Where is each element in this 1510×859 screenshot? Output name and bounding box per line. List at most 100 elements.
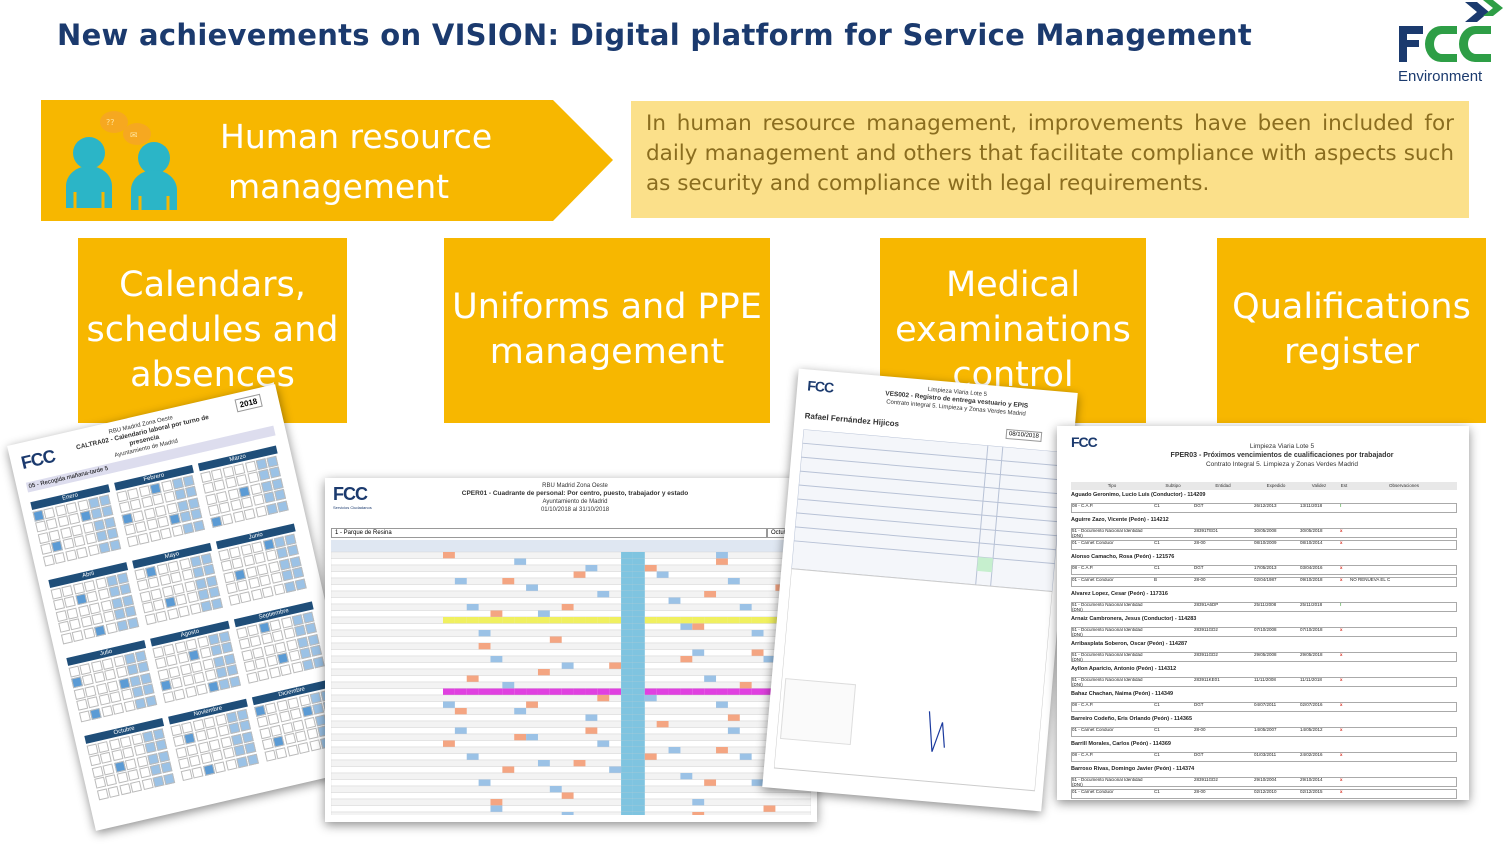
schedule-cell (621, 701, 633, 708)
schedule-cell (632, 565, 645, 572)
schedule-cell (680, 688, 693, 695)
qualifications-cell: C1 (1154, 541, 1160, 545)
schedule-cell (656, 688, 669, 695)
calendar-day-cell (155, 739, 168, 752)
calendar-month: Noviembre (168, 698, 261, 783)
schedule-cell (466, 604, 479, 611)
qualifications-cell: 02/12/2010 (1254, 790, 1277, 794)
schedule-cell (644, 695, 657, 702)
calendar-day-cell (202, 482, 215, 495)
schedule-row (331, 623, 811, 631)
schedule-cell (644, 753, 657, 760)
calendar-day-cell (291, 614, 304, 627)
qualifications-worker-name: Arribasplata Soberon, Oscar (Peón) - 114… (1071, 641, 1188, 647)
schedule-cell (727, 714, 740, 721)
calendar-day-cell (215, 666, 228, 679)
calendar-day-cell (48, 529, 61, 542)
calendar-day-cell (281, 721, 294, 734)
qualifications-cell: 283911KE01 (1194, 678, 1220, 682)
uniforms-table (773, 429, 1065, 792)
schedule-cell (561, 688, 574, 695)
calendar-day-cell (222, 465, 235, 478)
schedule-cell (502, 682, 515, 689)
calendar-day-cell (277, 652, 290, 665)
schedule-cell (514, 558, 527, 565)
qualifications-worker-name: Ayllon Aparicio, Antonio (Peón) - 114312 (1071, 666, 1177, 672)
card-qualifications-line-1: Qualifications (1232, 287, 1471, 327)
schedule-cell (621, 734, 633, 741)
qualifications-cell: 03/04/2016 (1300, 566, 1323, 570)
calendar-day-cell (134, 697, 147, 710)
calendar-day-cell (105, 621, 118, 634)
schedule-cell (668, 597, 681, 604)
qualifications-cell: 28391A6DP (1194, 603, 1219, 607)
schedule-row (331, 558, 811, 566)
schedule-cell (478, 617, 491, 624)
calendar-day-cell (312, 703, 325, 716)
calendar-day-cell (158, 750, 171, 763)
calendar-day-cell (301, 705, 314, 718)
schedule-cell (585, 617, 598, 624)
calendar-day-cell (124, 523, 137, 536)
qualifications-cell: 25/11/2008 (1254, 603, 1277, 607)
schedule-cell (490, 799, 503, 806)
calendar-day-cell (177, 499, 190, 512)
calendar-day-cell (223, 571, 236, 584)
calendar-day-cell (75, 593, 88, 606)
schedule-cell (609, 688, 622, 695)
schedule-cell (763, 805, 776, 812)
calendar-day-cell (88, 496, 101, 509)
schedule-cell (632, 695, 645, 702)
calendar-day-cell (236, 755, 249, 768)
qualifications-cell: 51 - Documento Nacional Identidad (DNI) (1072, 653, 1143, 662)
schedule-cell (526, 734, 538, 741)
calendar-day-cell (134, 568, 147, 581)
schedule-cell (597, 591, 610, 598)
calendar-day-cell (242, 731, 255, 744)
qualifications-row (1071, 777, 1457, 787)
calendar-day-cell (295, 577, 308, 590)
calendar-day-cell (245, 566, 258, 579)
schedule-row (331, 720, 811, 728)
calendar-day-cell (135, 521, 148, 534)
schedule-cell (621, 571, 633, 578)
calendar-day-cell (256, 715, 269, 728)
qualifications-cell: C1 (1154, 753, 1160, 757)
qualifications-worker-name: Aguirre Zazo, Vicente (Peón) - 114212 (1071, 517, 1169, 523)
calendar-day-cell (280, 616, 293, 629)
qualifications-status-icon: x (1340, 566, 1343, 570)
schedule-row (331, 766, 811, 774)
calendar-day-cell (126, 534, 139, 547)
calendar-day-cell (80, 615, 93, 628)
schedule-cell (443, 552, 455, 559)
calendar-day-cell (208, 586, 221, 599)
schedule-cell (739, 753, 752, 760)
calendar-day-cell (119, 782, 132, 795)
page-title: New achievements on VISION: Digital plat… (57, 18, 1252, 52)
schedule-cell (668, 688, 681, 695)
calendar-day-cell (72, 582, 85, 595)
calendar-day-cell (116, 619, 129, 632)
calendar-day-cell (193, 671, 206, 684)
calendar-day-cell (270, 572, 283, 585)
calendar-day-cell (94, 624, 107, 637)
qualifications-row (1071, 528, 1457, 538)
schedule-cell (763, 617, 776, 624)
schedule-cell (621, 779, 633, 786)
calendar-day-cell (53, 551, 66, 564)
calendar-day-cell (101, 704, 114, 717)
calendar-day-cell (290, 708, 303, 721)
qualifications-cell: 30/05/2018 (1300, 529, 1323, 533)
schedule-cell (561, 617, 574, 624)
uniforms-date: 08/10/2018 (1005, 428, 1043, 443)
calendar-day-cell (90, 660, 103, 673)
calendar-day-cell (148, 576, 161, 589)
calendar-day-cell (68, 665, 81, 678)
calendar-day-cell (100, 752, 113, 765)
calendar-day-cell (189, 754, 202, 767)
calendar-day-cell (201, 658, 214, 671)
calendar-day-cell (265, 702, 278, 715)
calendar-day-cell (221, 641, 234, 654)
calendar-day-cell (228, 722, 241, 735)
schedule-cell (526, 617, 538, 624)
